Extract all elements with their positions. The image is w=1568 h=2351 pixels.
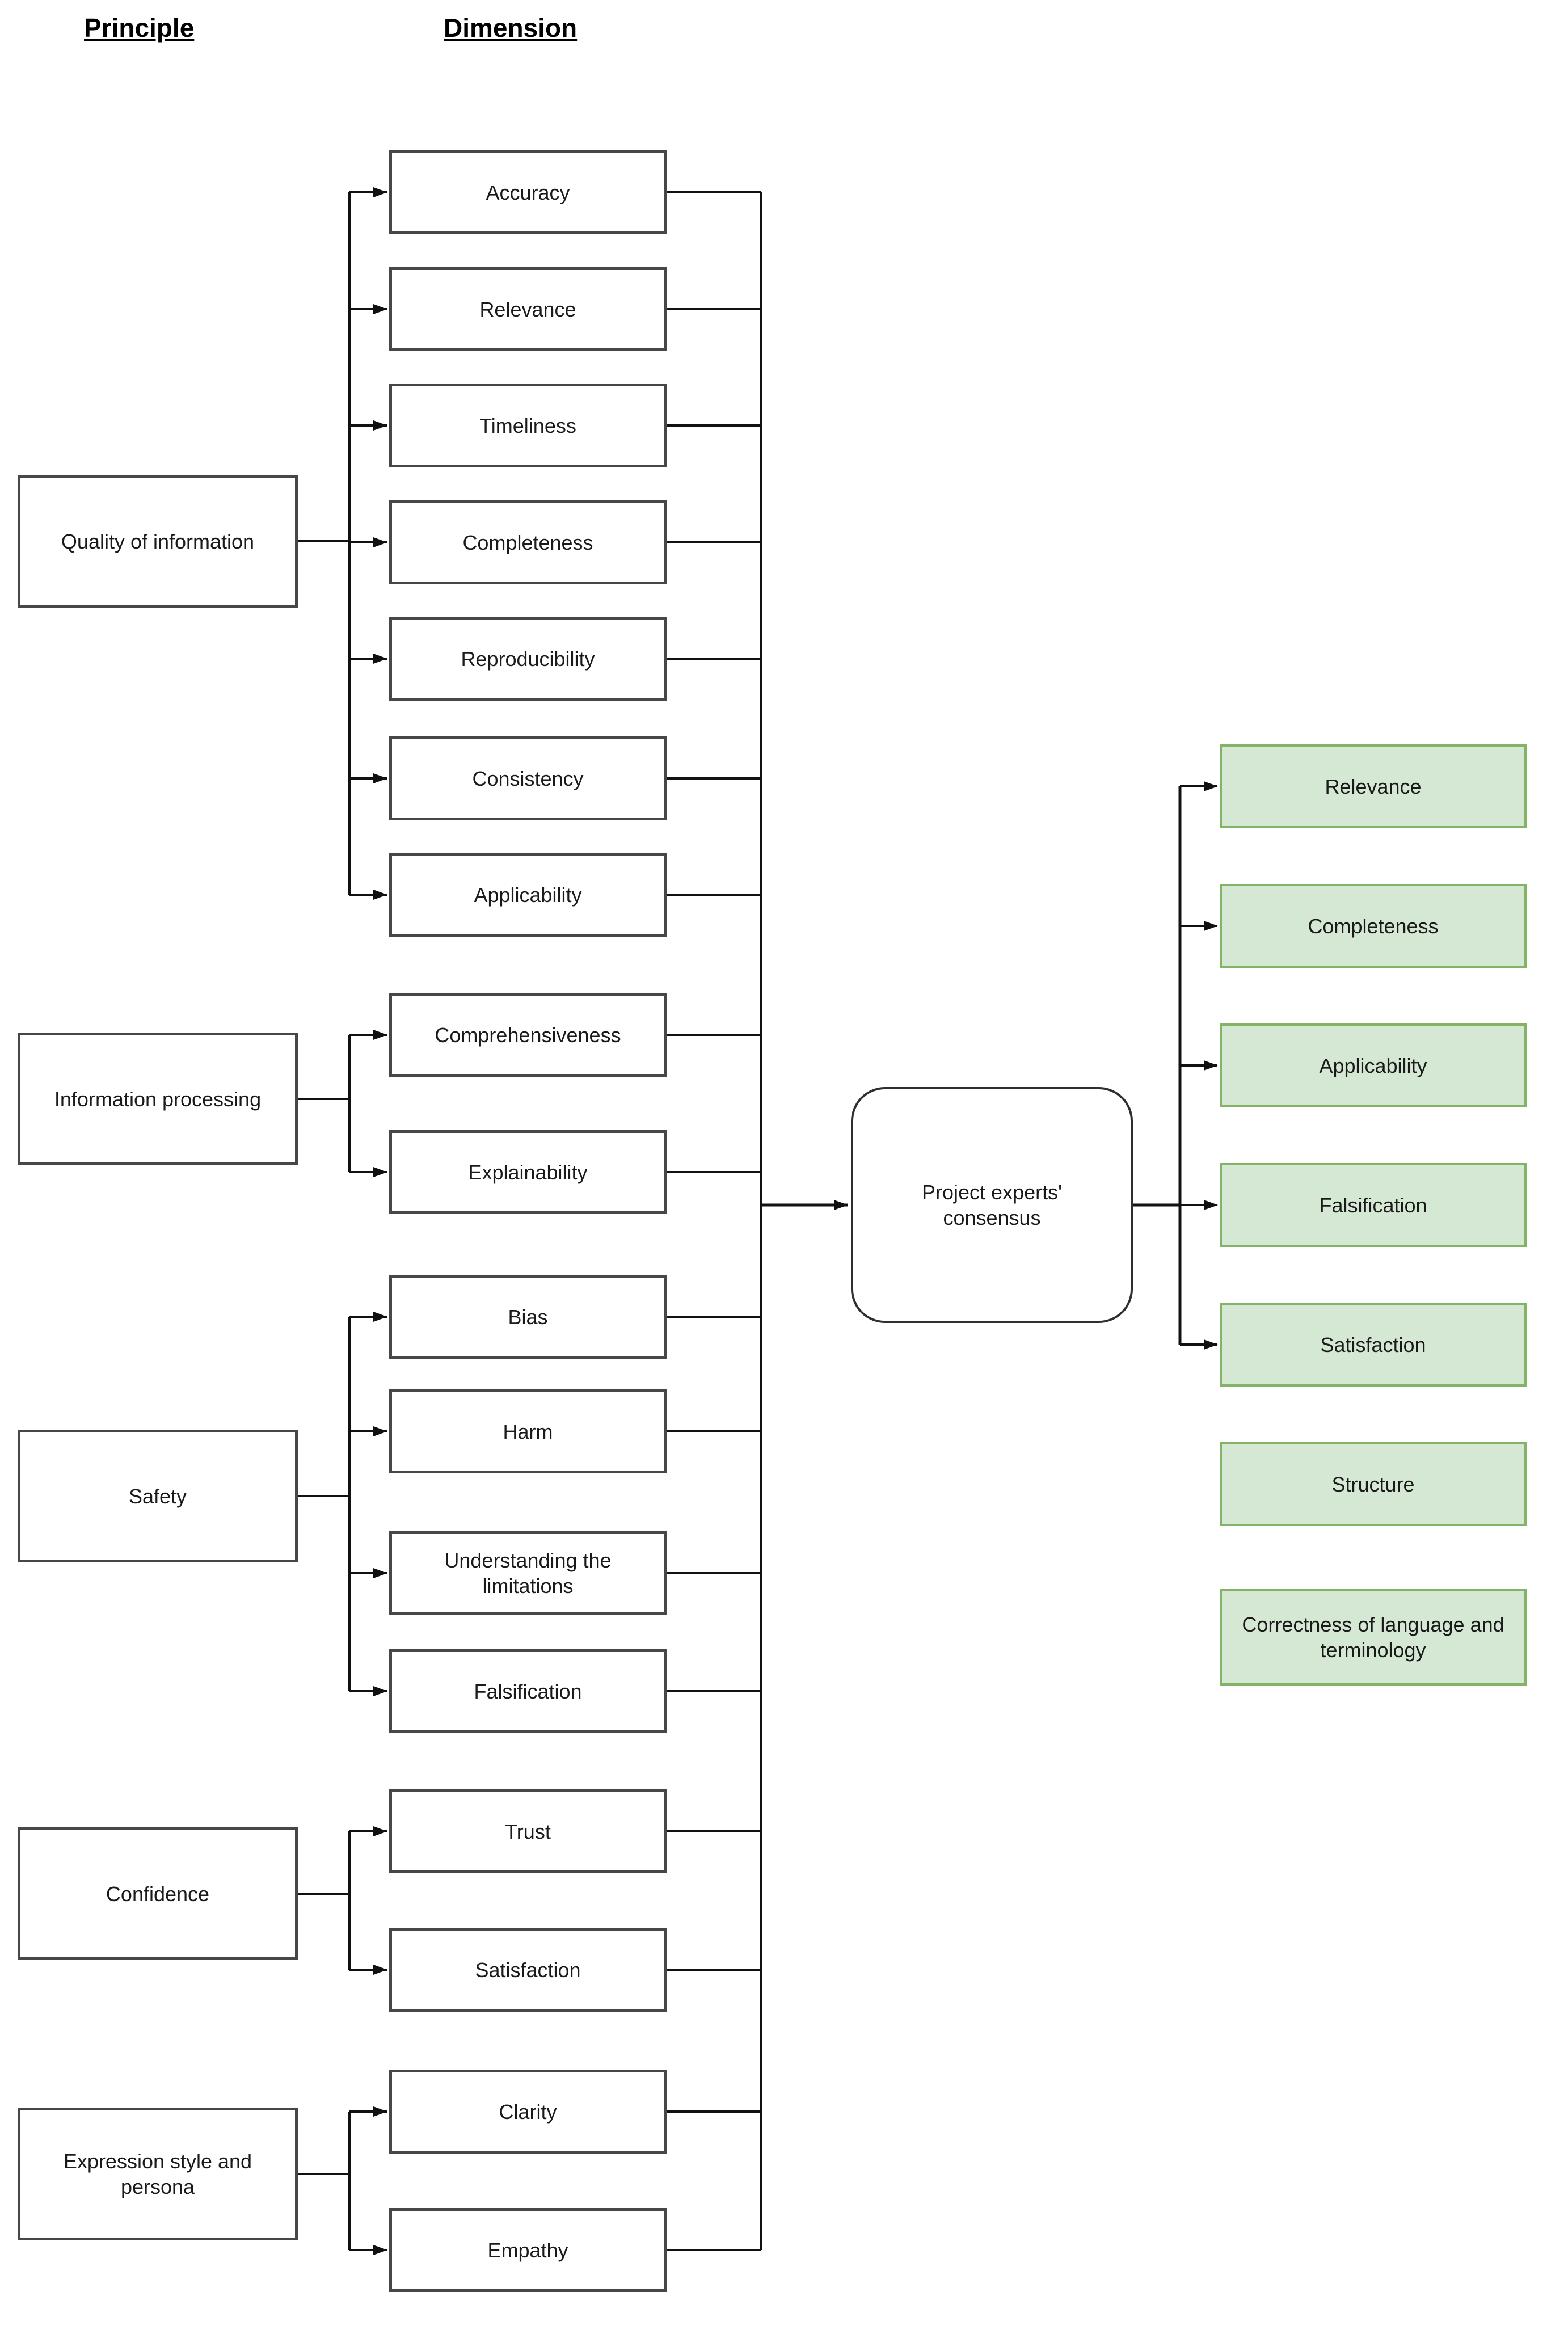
dimension-box-falsification: Falsification: [389, 1649, 667, 1733]
final-box-relevance: Relevance: [1220, 744, 1527, 828]
principle-label: Expression style and persona: [63, 2150, 252, 2198]
dimension-label: Falsification: [474, 1679, 582, 1703]
dimension-box-satisfaction: Satisfaction: [389, 1928, 667, 2012]
dimension-label: Completeness: [462, 530, 593, 554]
dimension-bus-lines: [667, 191, 762, 2251]
principle-box-quality-of-information: Quality of information: [18, 475, 298, 608]
principle-label: Safety: [128, 1484, 187, 1508]
principle-label: Information processing: [54, 1087, 262, 1111]
dimension-label: Empathy: [487, 2238, 568, 2262]
dimension-box-explainability: Explainability: [389, 1130, 667, 1214]
final-label: Structure: [1331, 1472, 1415, 1496]
consensus-node: Project experts' consensus: [851, 1087, 1133, 1323]
final-box-completeness: Completeness: [1220, 884, 1527, 968]
final-dimension-arrow-lines: [1180, 781, 1218, 1350]
final-label: Relevance: [1325, 774, 1422, 798]
dimension-box-harm: Harm: [389, 1389, 667, 1473]
dimension-label: Bias: [508, 1305, 548, 1329]
dimension-box-clarity: Clarity: [389, 2070, 667, 2154]
final-label: Completeness: [1308, 914, 1439, 938]
dimension-label: Consistency: [472, 766, 584, 790]
final-label: Applicability: [1319, 1054, 1427, 1077]
dimension-label: Accuracy: [486, 180, 570, 204]
dimension-label: Trust: [505, 1819, 551, 1843]
dimension-box-applicability: Applicability: [389, 853, 667, 937]
final-box-falsification: Falsification: [1220, 1163, 1527, 1247]
dimension-label: Harm: [503, 1419, 553, 1443]
final-box-applicability: Applicability: [1220, 1023, 1527, 1107]
dimension-arrow-lines: [349, 187, 387, 2255]
consensus-label: Project experts' consensus: [922, 1181, 1062, 1229]
dimension-box-bias: Bias: [389, 1275, 667, 1359]
dimension-box-completeness: Completeness: [389, 500, 667, 584]
dimension-label: Understanding the limitations: [444, 1549, 612, 1598]
dimension-box-trust: Trust: [389, 1789, 667, 1873]
dimension-column-header: Dimension: [444, 13, 578, 43]
final-label: Satisfaction: [1320, 1333, 1426, 1356]
principle-label: Quality of information: [61, 529, 255, 553]
final-label: Falsification: [1319, 1193, 1427, 1217]
final-label: Correctness of language and terminology: [1242, 1613, 1504, 1662]
dimension-box-understanding-the-limitations: Understanding the limitations: [389, 1531, 667, 1615]
dimension-box-consistency: Consistency: [389, 736, 667, 820]
final-box-structure: Structure: [1220, 1442, 1527, 1526]
dimension-box-relevance: Relevance: [389, 267, 667, 351]
dimension-label: Reproducibility: [461, 647, 595, 671]
final-box-satisfaction: Satisfaction: [1220, 1303, 1527, 1387]
dimension-box-reproducibility: Reproducibility: [389, 617, 667, 701]
principle-feed-lines: [298, 192, 351, 2250]
dimension-box-empathy: Empathy: [389, 2208, 667, 2292]
principle-box-safety: Safety: [18, 1430, 298, 1562]
dimension-label: Relevance: [479, 297, 576, 321]
dimension-label: Satisfaction: [475, 1958, 581, 1982]
dimension-label: Comprehensiveness: [435, 1023, 621, 1047]
dimension-label: Timeliness: [479, 414, 576, 437]
principle-label: Confidence: [106, 1882, 210, 1906]
principle-box-confidence: Confidence: [18, 1827, 298, 1960]
principle-box-expression-style-and-persona: Expression style and persona: [18, 2108, 298, 2240]
dimension-box-timeliness: Timeliness: [389, 384, 667, 467]
dimension-label: Applicability: [474, 883, 582, 907]
dimension-label: Explainability: [468, 1160, 588, 1184]
dimension-box-comprehensiveness: Comprehensiveness: [389, 993, 667, 1077]
principle-box-information-processing: Information processing: [18, 1033, 298, 1165]
principle-column-header: Principle: [84, 13, 195, 43]
dimension-label: Clarity: [499, 2100, 557, 2124]
final-box-correctness-of-language-and-terminology: Correctness of language and terminology: [1220, 1589, 1527, 1686]
dimension-box-accuracy: Accuracy: [389, 150, 667, 234]
